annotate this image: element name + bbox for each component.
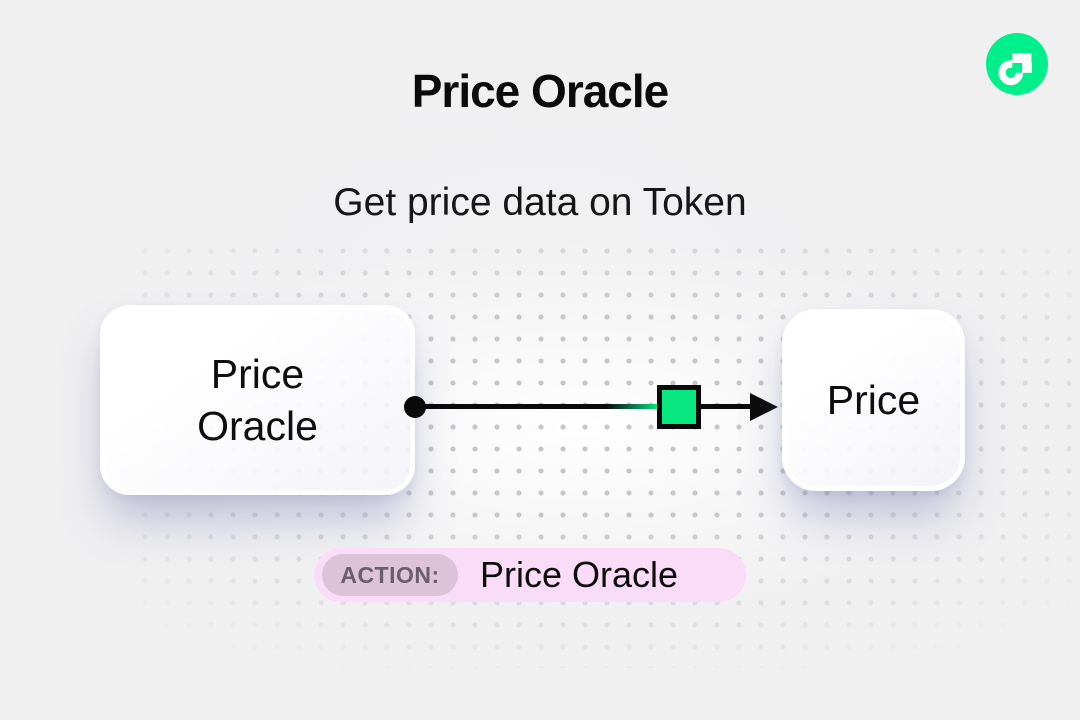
node-price-oracle: Price Oracle [100,305,415,495]
node-price: Price [782,309,965,491]
flow-logo-icon [986,33,1048,95]
page-subtitle: Get price data on Token [333,181,747,224]
node-price-oracle-label: Price Oracle [197,350,318,449]
edge-line [413,404,758,409]
edge-arrowhead-icon [750,393,778,421]
action-badge-value: Price Oracle [480,554,679,595]
edge-marker-green-square [657,385,701,429]
page-title: Price Oracle [411,65,670,117]
node-price-label: Price [826,376,921,423]
action-badge-label: ACTION: [322,554,458,596]
action-badge: ACTION: Price Oracle [314,548,746,602]
edge-line-green-gradient [606,404,658,409]
